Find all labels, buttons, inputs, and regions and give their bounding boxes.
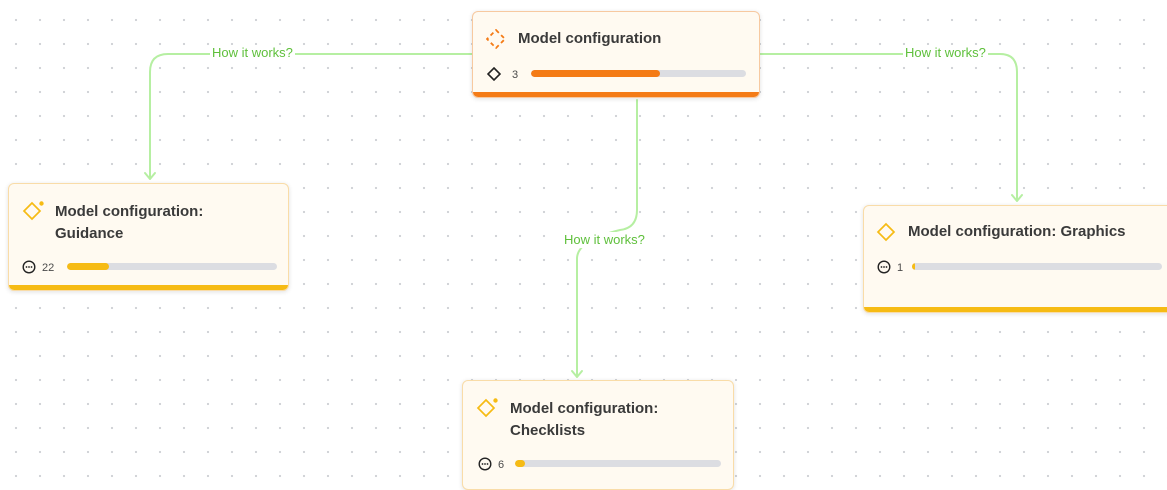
progress-bar: [531, 70, 746, 77]
diamond-icon: [876, 222, 896, 242]
sparkle-diamond-icon: [476, 398, 498, 418]
node-title: Model configuration: Checklists: [510, 400, 659, 439]
comment-icon: [478, 457, 492, 471]
sparkle-diamond-icon: [22, 201, 44, 221]
progress-fill: [531, 70, 660, 77]
comment-icon: [22, 260, 36, 274]
node-checklists[interactable]: Model configuration: Checklists 6: [462, 380, 734, 490]
edge-label-checklists[interactable]: How it works?: [562, 232, 647, 248]
node-model-configuration[interactable]: Model configuration 3: [472, 11, 760, 98]
node-accent-bar: [864, 307, 1167, 312]
progress-fill: [912, 263, 915, 270]
progress-bar: [515, 460, 721, 467]
diamond-outline-icon: [487, 67, 501, 81]
progress-fill: [67, 263, 109, 270]
node-graphics[interactable]: Model configuration: Graphics 1: [863, 205, 1167, 313]
arrowhead-guidance: [144, 172, 156, 180]
node-title: Model configuration: [518, 30, 662, 47]
item-count: 1: [897, 262, 904, 274]
node-accent-bar: [473, 92, 759, 97]
item-count: 22: [42, 262, 55, 274]
item-count: 3: [512, 69, 519, 81]
comment-icon: [877, 260, 891, 274]
connector-to-graphics: [759, 53, 1018, 201]
connector-to-checklists: [576, 99, 638, 377]
edge-label-guidance[interactable]: How it works?: [210, 45, 295, 61]
item-count: 6: [498, 459, 505, 471]
node-guidance[interactable]: Model configuration: Guidance 22: [8, 183, 289, 291]
dashed-diamond-icon: [486, 29, 506, 49]
edge-label-graphics[interactable]: How it works?: [903, 45, 988, 61]
node-title: Model configuration: Guidance: [55, 203, 204, 242]
connectors-layer: [144, 53, 1023, 378]
node-title: Model configuration: Graphics: [908, 223, 1126, 240]
node-accent-bar: [9, 285, 288, 290]
arrowhead-checklists: [571, 370, 583, 378]
progress-bar: [67, 263, 277, 270]
progress-bar: [912, 263, 1162, 270]
progress-fill: [515, 460, 526, 467]
connector-to-guidance: [149, 53, 473, 179]
arrowhead-graphics: [1011, 194, 1023, 202]
